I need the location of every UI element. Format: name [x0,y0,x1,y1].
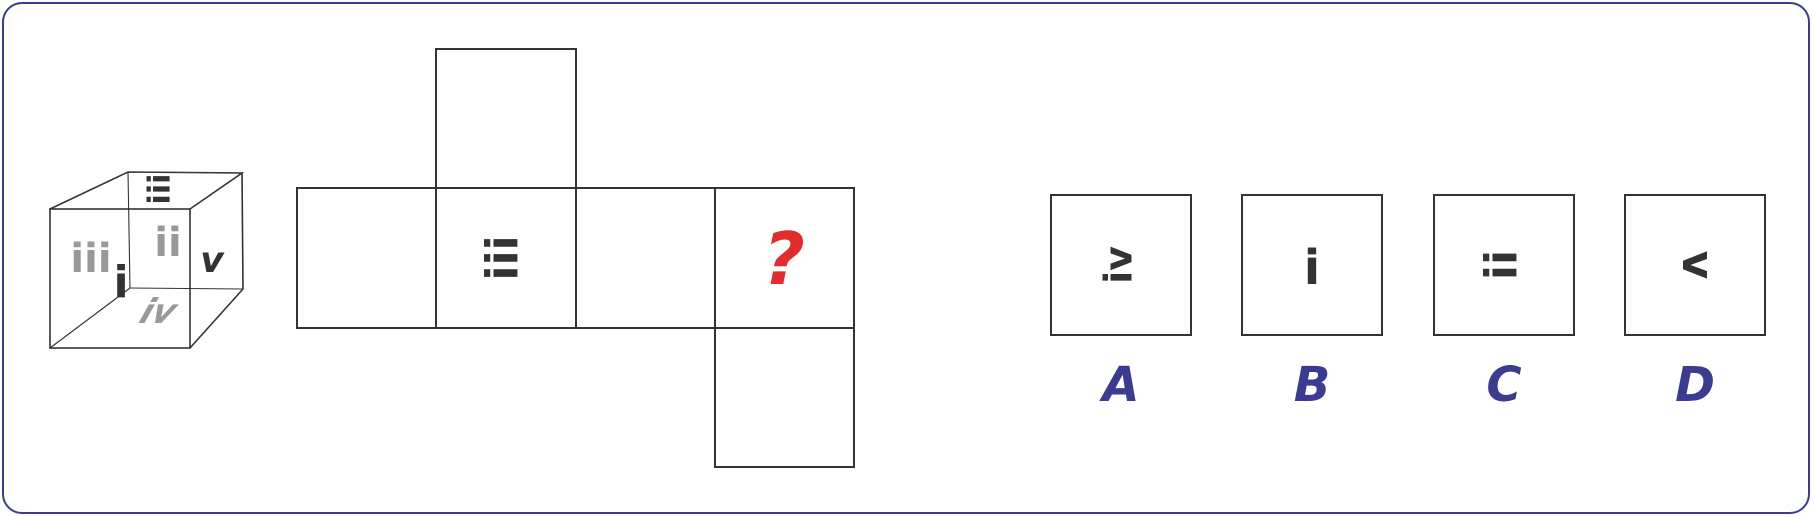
cube-top-face [49,171,245,210]
option-b-label[interactable]: B [1294,357,1331,413]
cube-hidden-edge [49,287,131,349]
option-b-box[interactable] [1241,194,1383,336]
cube-front-symbol: iii [70,236,111,282]
option-b-symbol: i [1304,240,1320,296]
cube-right-symbol: v [200,240,225,281]
net-face-symbol: iii [477,235,528,280]
cube-left-symbol: i [113,257,128,308]
option-b[interactable]: i B [1241,194,1383,413]
option-d-label[interactable]: D [1675,357,1715,413]
question-mark: ? [763,217,805,301]
option-a-box[interactable] [1050,194,1192,336]
net-square-3 [575,187,716,329]
cube-net [296,48,855,468]
option-c-symbol: ii [1476,250,1527,280]
cube-figure [49,171,245,349]
option-d-symbol: v [1672,251,1723,280]
net-square-top [435,48,577,189]
option-c-label[interactable]: C [1486,357,1521,413]
cube-hidden-edge [129,287,243,290]
option-a[interactable]: iv A [1050,194,1192,413]
net-square-4 [714,187,855,329]
cube-symbols: iii iii ii i v iv [70,174,225,332]
cube-bottom-symbol: iv [134,292,183,332]
cube-front-face [49,208,191,349]
option-d[interactable]: v D [1624,194,1766,413]
net-square-1 [296,187,437,329]
option-c-box[interactable] [1433,194,1575,336]
net-square-bottom [714,327,855,468]
answer-options: iv A i B ii C v D [1050,194,1766,413]
option-a-label[interactable]: A [1098,357,1139,413]
cube-hidden-edge [127,171,131,289]
option-d-box[interactable] [1624,194,1766,336]
option-c[interactable]: ii C [1433,194,1575,413]
option-a-symbol: iv [1097,246,1141,284]
cube-top-symbol: iii [143,174,178,205]
cube-back-symbol: ii [154,220,181,266]
cube-right-face [189,172,244,349]
